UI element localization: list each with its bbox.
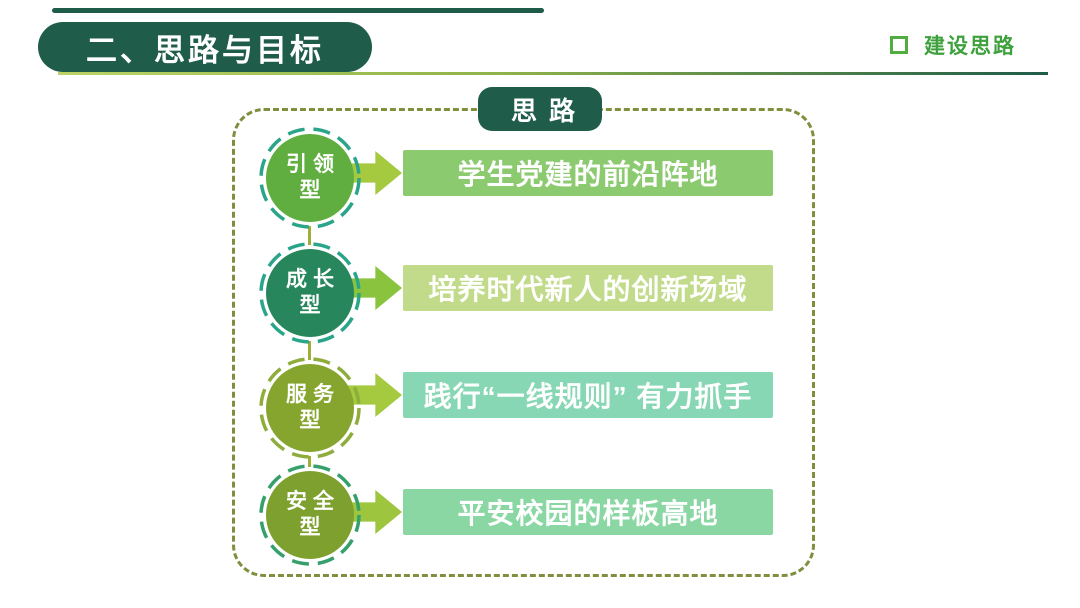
circle-label-line1: 成长	[286, 267, 340, 291]
section-tag-label: 建设思路	[924, 35, 1016, 58]
panel-title-badge: 思路	[478, 87, 602, 131]
type-circle-growth: 成长 型	[258, 241, 362, 345]
result-bar-label: 培养时代新人的创新场域	[428, 274, 748, 305]
section-tag: 建设思路	[890, 32, 1016, 58]
circle-label-line2: 型	[299, 409, 321, 432]
circle-label-line1: 引领	[286, 152, 340, 176]
result-bar: 平安校园的样板高地	[403, 489, 773, 535]
circle-label-line2: 型	[299, 516, 321, 539]
square-bullet-icon	[890, 36, 908, 54]
circle-label-line1: 服务	[286, 382, 340, 406]
page-title-label: 二、思路与目标	[86, 32, 324, 68]
circle-label-line2: 型	[299, 294, 321, 317]
type-circle-service: 服务 型	[258, 356, 362, 460]
page-title: 二、思路与目标	[38, 22, 372, 72]
result-bar-label: 平安校园的样板高地	[457, 498, 719, 529]
result-bar: 践行“一线规则” 有力抓手	[403, 372, 773, 418]
type-circle-safety: 安全 型	[258, 463, 362, 567]
dashed-ring-icon	[259, 464, 361, 566]
circle-label-line2: 型	[299, 179, 321, 202]
dashed-ring-icon	[259, 357, 361, 459]
connector-line-3-4	[308, 456, 311, 467]
result-bar: 学生党建的前沿阵地	[403, 150, 773, 196]
result-bar-label: 践行“一线规则” 有力抓手	[423, 381, 753, 412]
result-bar-label: 学生党建的前沿阵地	[457, 159, 719, 190]
result-bar: 培养时代新人的创新场域	[403, 265, 773, 311]
header-underline	[58, 72, 1048, 75]
dashed-ring-icon	[259, 242, 361, 344]
header-top-accent-line	[52, 8, 544, 13]
flow-panel: 引领 型 学生党建的前沿阵地 成长 型 培养时代新人	[232, 108, 815, 577]
dashed-ring-icon	[259, 127, 361, 229]
connector-line-2-3	[308, 341, 311, 360]
type-circle-leading: 引领 型	[258, 126, 362, 230]
connector-line-1-2	[308, 226, 311, 245]
circle-label-line1: 安全	[286, 489, 340, 513]
panel-title-label: 思路	[510, 95, 587, 126]
